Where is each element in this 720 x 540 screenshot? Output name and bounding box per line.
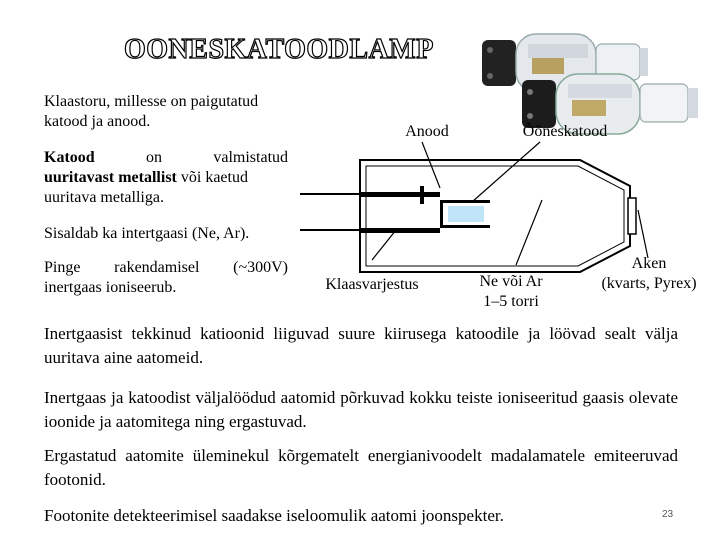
cathode-cup-bottom [440,225,490,228]
cathode-metal: uuritavast metallist [44,169,177,186]
cathode-leader [472,142,540,202]
envelope-leader [372,230,396,260]
window-label: Aken (kvarts, Pyrex) [584,254,714,294]
gas-type: Ne või Ar [466,272,556,292]
desc-cathode: Katood on valmistatud uuritavast metalli… [44,148,288,208]
anode-label: Anood [382,122,472,142]
window [628,198,636,234]
paragraph-spectrum: Footonite detekteerimisel saadakse iselo… [44,504,604,528]
desc-voltage: Pinge rakendamisel (~300V) inertgaas ion… [44,258,288,298]
cathode-glow [448,206,484,222]
voltage-ionize: inertgaas ioniseerub. [44,278,288,298]
paragraph-collisions: Inertgaas ja katoodist väljalöödud aatom… [44,386,678,434]
cathode-mid: on valmistatud [146,149,288,166]
anode-rod [360,192,440,197]
gas-leader [516,200,542,265]
cathode-word: Katood [44,149,95,166]
envelope-label: Klaasvarjestus [312,275,432,295]
cathode-cup-top [440,200,490,203]
voltage-value: (~300V) [233,259,288,276]
page-number: 23 [662,509,673,520]
window-material: (kvarts, Pyrex) [584,274,714,294]
cathode-label: Õõneskatood [500,122,630,142]
window-leader [638,210,648,258]
desc-inert-gas: Sisaldab ka intertgaasi (Ne, Ar). [44,224,294,244]
gas-pressure: 1–5 torri [466,292,556,312]
anode-leader [422,142,440,188]
voltage-text: Pinge rakendamisel [44,259,199,276]
cathode-cup-back [440,200,443,228]
window-name: Aken [584,254,714,274]
slide-title: OONESKATOODLAMP [124,34,434,66]
paragraph-cations: Inertgaasist tekkinud katioonid liiguvad… [44,322,678,370]
anode-plate [420,186,424,204]
cathode-rod [360,228,440,233]
paragraph-photons: Ergastatud aatomite üleminekul kõrgemate… [44,444,678,492]
desc-tube: Klaastoru, millesse on paigutatud katood… [44,92,290,132]
gas-label: Ne või Ar 1–5 torri [466,272,556,312]
